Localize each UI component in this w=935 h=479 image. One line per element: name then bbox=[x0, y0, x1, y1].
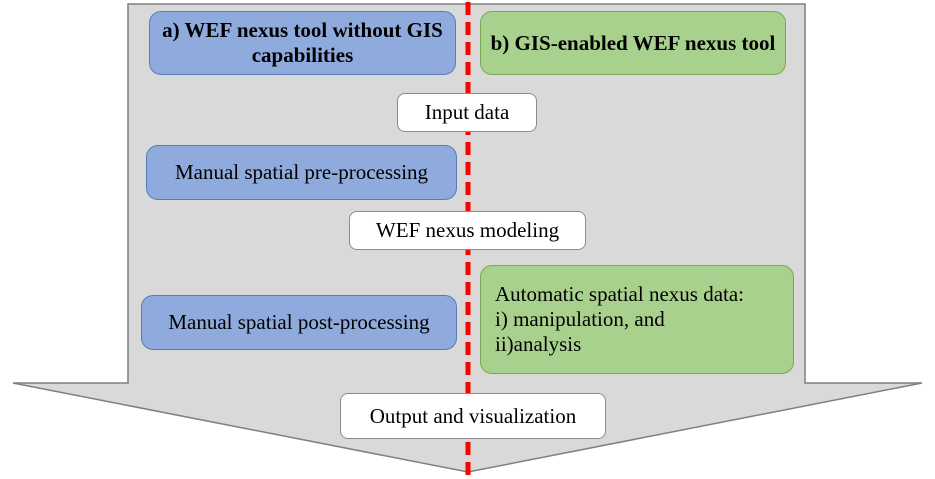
panel-b-title: b) GIS-enabled WEF nexus tool bbox=[480, 11, 786, 75]
wef-nexus-modeling-label: WEF nexus modeling bbox=[375, 218, 560, 242]
automatic-line-3: ii)analysis bbox=[495, 332, 582, 356]
panel-a-title-text: a) WEF nexus tool without GIS capabiliti… bbox=[162, 18, 443, 67]
output-visualization-box: Output and visualization bbox=[340, 393, 606, 439]
manual-pre-processing-box: Manual spatial pre-processing bbox=[146, 145, 457, 200]
manual-post-processing-box: Manual spatial post-processing bbox=[141, 295, 457, 350]
input-data-box: Input data bbox=[397, 93, 537, 132]
panel-a-title: a) WEF nexus tool without GIS capabiliti… bbox=[149, 11, 456, 75]
output-visualization-label: Output and visualization bbox=[369, 403, 577, 428]
panel-b-title-text: b) GIS-enabled WEF nexus tool bbox=[490, 30, 776, 55]
wef-nexus-modeling-box: WEF nexus modeling bbox=[349, 211, 586, 250]
input-data-label: Input data bbox=[424, 100, 510, 124]
manual-pre-processing-label: Manual spatial pre-processing bbox=[174, 160, 429, 184]
manual-post-processing-label: Manual spatial post-processing bbox=[168, 310, 430, 334]
automatic-line-1: Automatic spatial nexus data: bbox=[495, 282, 745, 306]
automatic-line-2: i) manipulation, and bbox=[495, 307, 665, 331]
automatic-spatial-nexus-box: Automatic spatial nexus data: i) manipul… bbox=[480, 265, 794, 374]
